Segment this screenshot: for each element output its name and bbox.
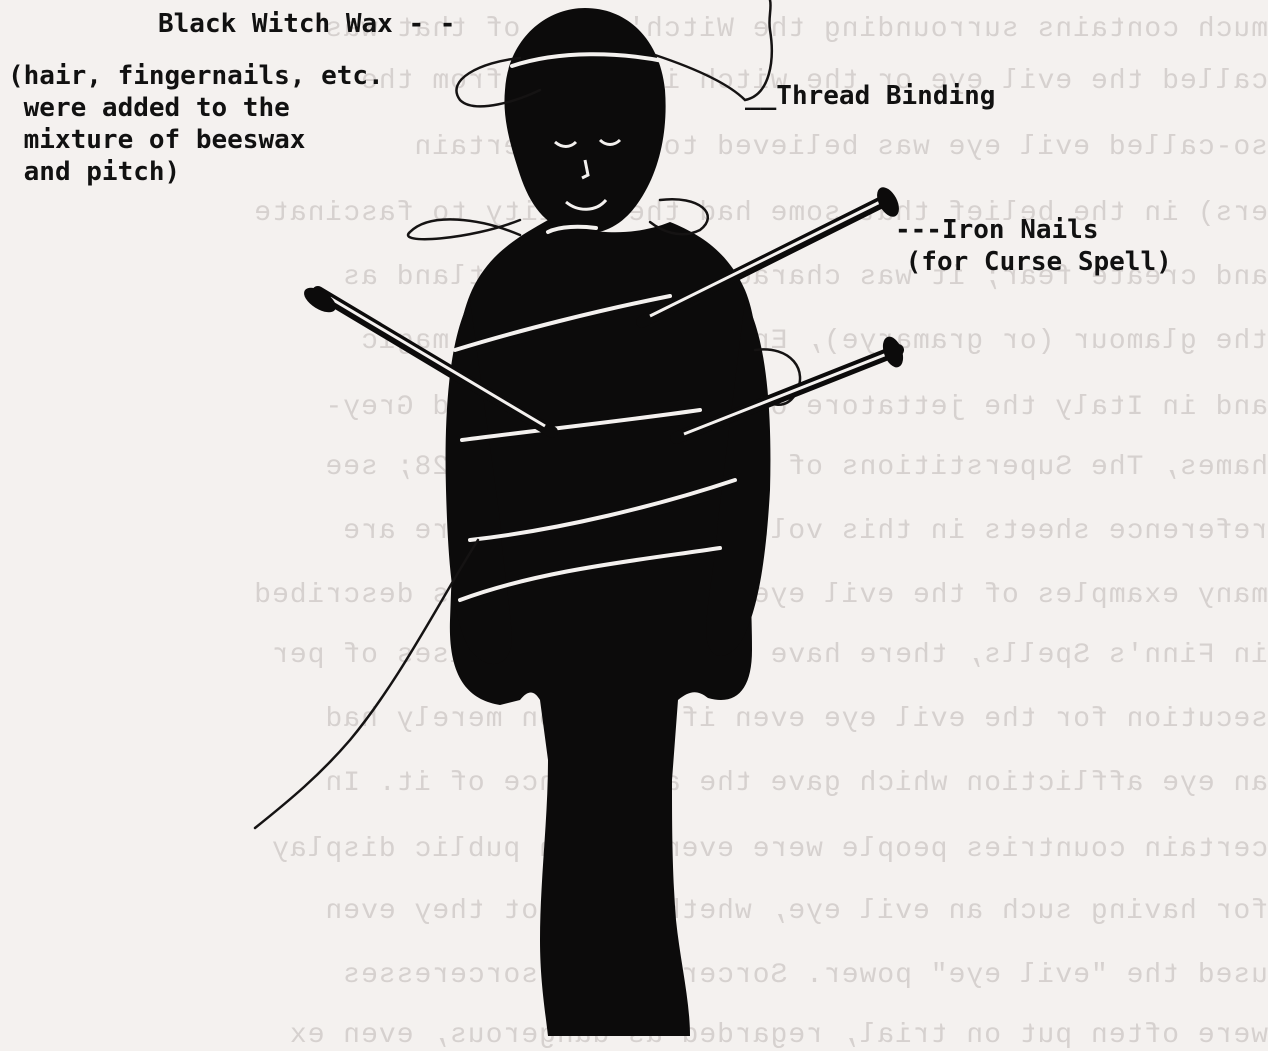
label-iron-nails: ---Iron Nails [895, 214, 1099, 246]
label-black-witch-wax: Black Witch Wax - - [158, 8, 455, 40]
label-wax-ingredients-line-1: (hair, fingernails, etc. [8, 60, 384, 92]
label-curse-spell: (for Curse Spell) [890, 246, 1172, 278]
label-wax-ingredients-line-4: and pitch) [8, 156, 180, 188]
label-wax-ingredients-line-2: were added to the [8, 92, 290, 124]
doll-silhouette [446, 8, 771, 1036]
label-thread-binding: __Thread Binding [745, 80, 995, 112]
label-wax-ingredients-line-3: mixture of beeswax [8, 124, 305, 156]
